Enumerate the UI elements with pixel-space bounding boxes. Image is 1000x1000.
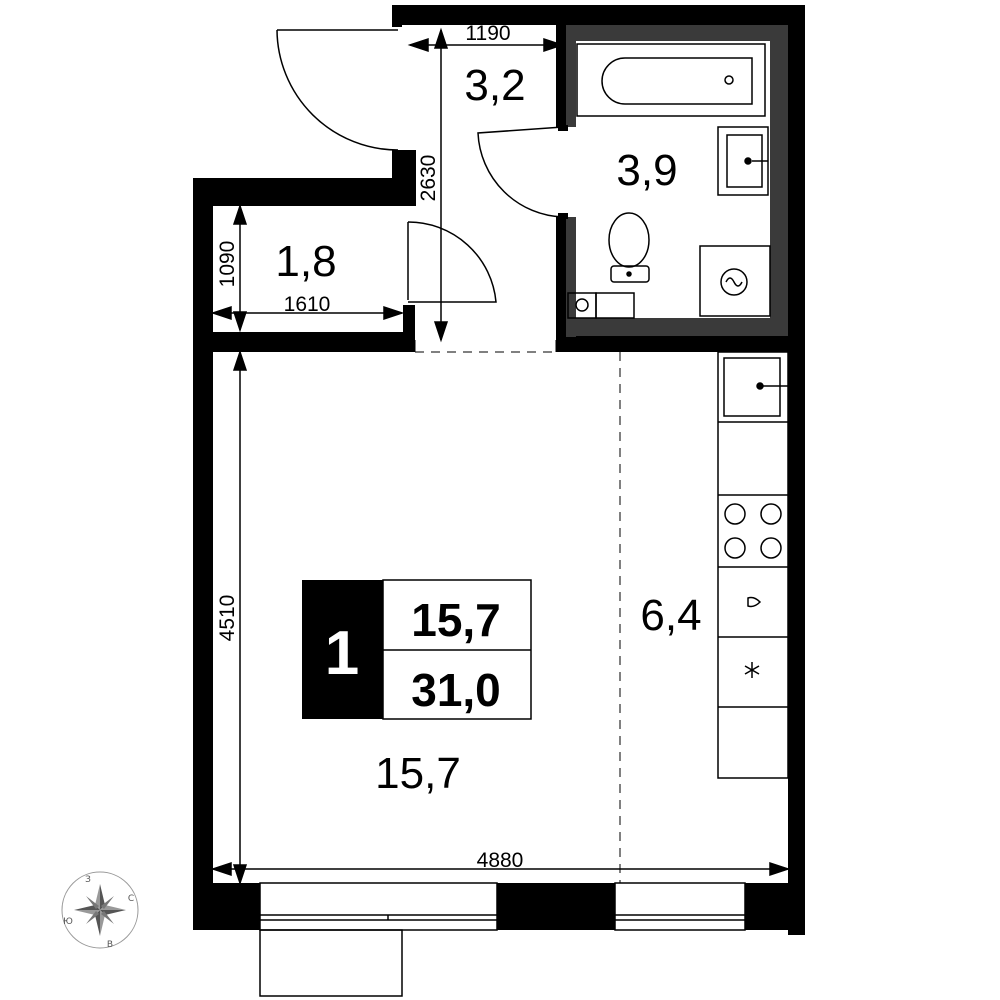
oven-icon <box>747 596 762 608</box>
living-area: 15,7 <box>375 749 461 798</box>
dimension-lines <box>210 27 791 886</box>
storage-door-swing <box>407 221 497 303</box>
freezer-snowflake-icon <box>744 662 760 678</box>
doors <box>276 29 568 303</box>
kitchen-counter <box>717 351 789 779</box>
bathroom-door-swing <box>477 126 564 218</box>
rooms-count: 1 <box>325 619 359 688</box>
bathroom-walls <box>566 25 788 337</box>
area-badge: 1 15,7 31,0 <box>302 579 532 720</box>
hall-width-dim: 1190 <box>465 22 510 45</box>
living-width-dim: 4880 <box>477 849 524 872</box>
entrance-door-swing <box>276 29 399 151</box>
toilet-icon <box>608 212 650 283</box>
compass-east: С <box>128 894 134 904</box>
kitchen-area: 6,4 <box>640 591 701 640</box>
total-area-badge: 31,0 <box>411 664 501 716</box>
storage-area: 1,8 <box>275 237 336 286</box>
bathroom-area: 3,9 <box>616 146 677 195</box>
washing-machine-icon <box>699 245 771 317</box>
stove-icon <box>724 503 782 559</box>
washbasin-icon <box>717 126 769 196</box>
hall-area: 3,2 <box>464 61 525 110</box>
compass-west: Ю <box>63 917 73 927</box>
bathtub-icon <box>576 43 766 117</box>
openings <box>415 351 621 883</box>
compass-rose-icon: З С В Ю <box>61 871 139 950</box>
kitchen-sink-icon <box>723 357 788 417</box>
hall-length-dim: 2630 <box>417 155 440 202</box>
living-length-dim: 4510 <box>216 595 239 642</box>
compass-north: З <box>85 875 91 885</box>
storage-width-dim: 1610 <box>284 293 331 316</box>
compass-south: В <box>107 940 113 950</box>
walls <box>193 5 805 935</box>
floor-drain-icon <box>567 292 635 319</box>
storage-height-dim: 1090 <box>216 241 239 288</box>
balcony <box>259 929 403 997</box>
windows <box>259 882 746 997</box>
bathroom-interior <box>576 41 770 318</box>
living-area-badge: 15,7 <box>411 594 501 646</box>
